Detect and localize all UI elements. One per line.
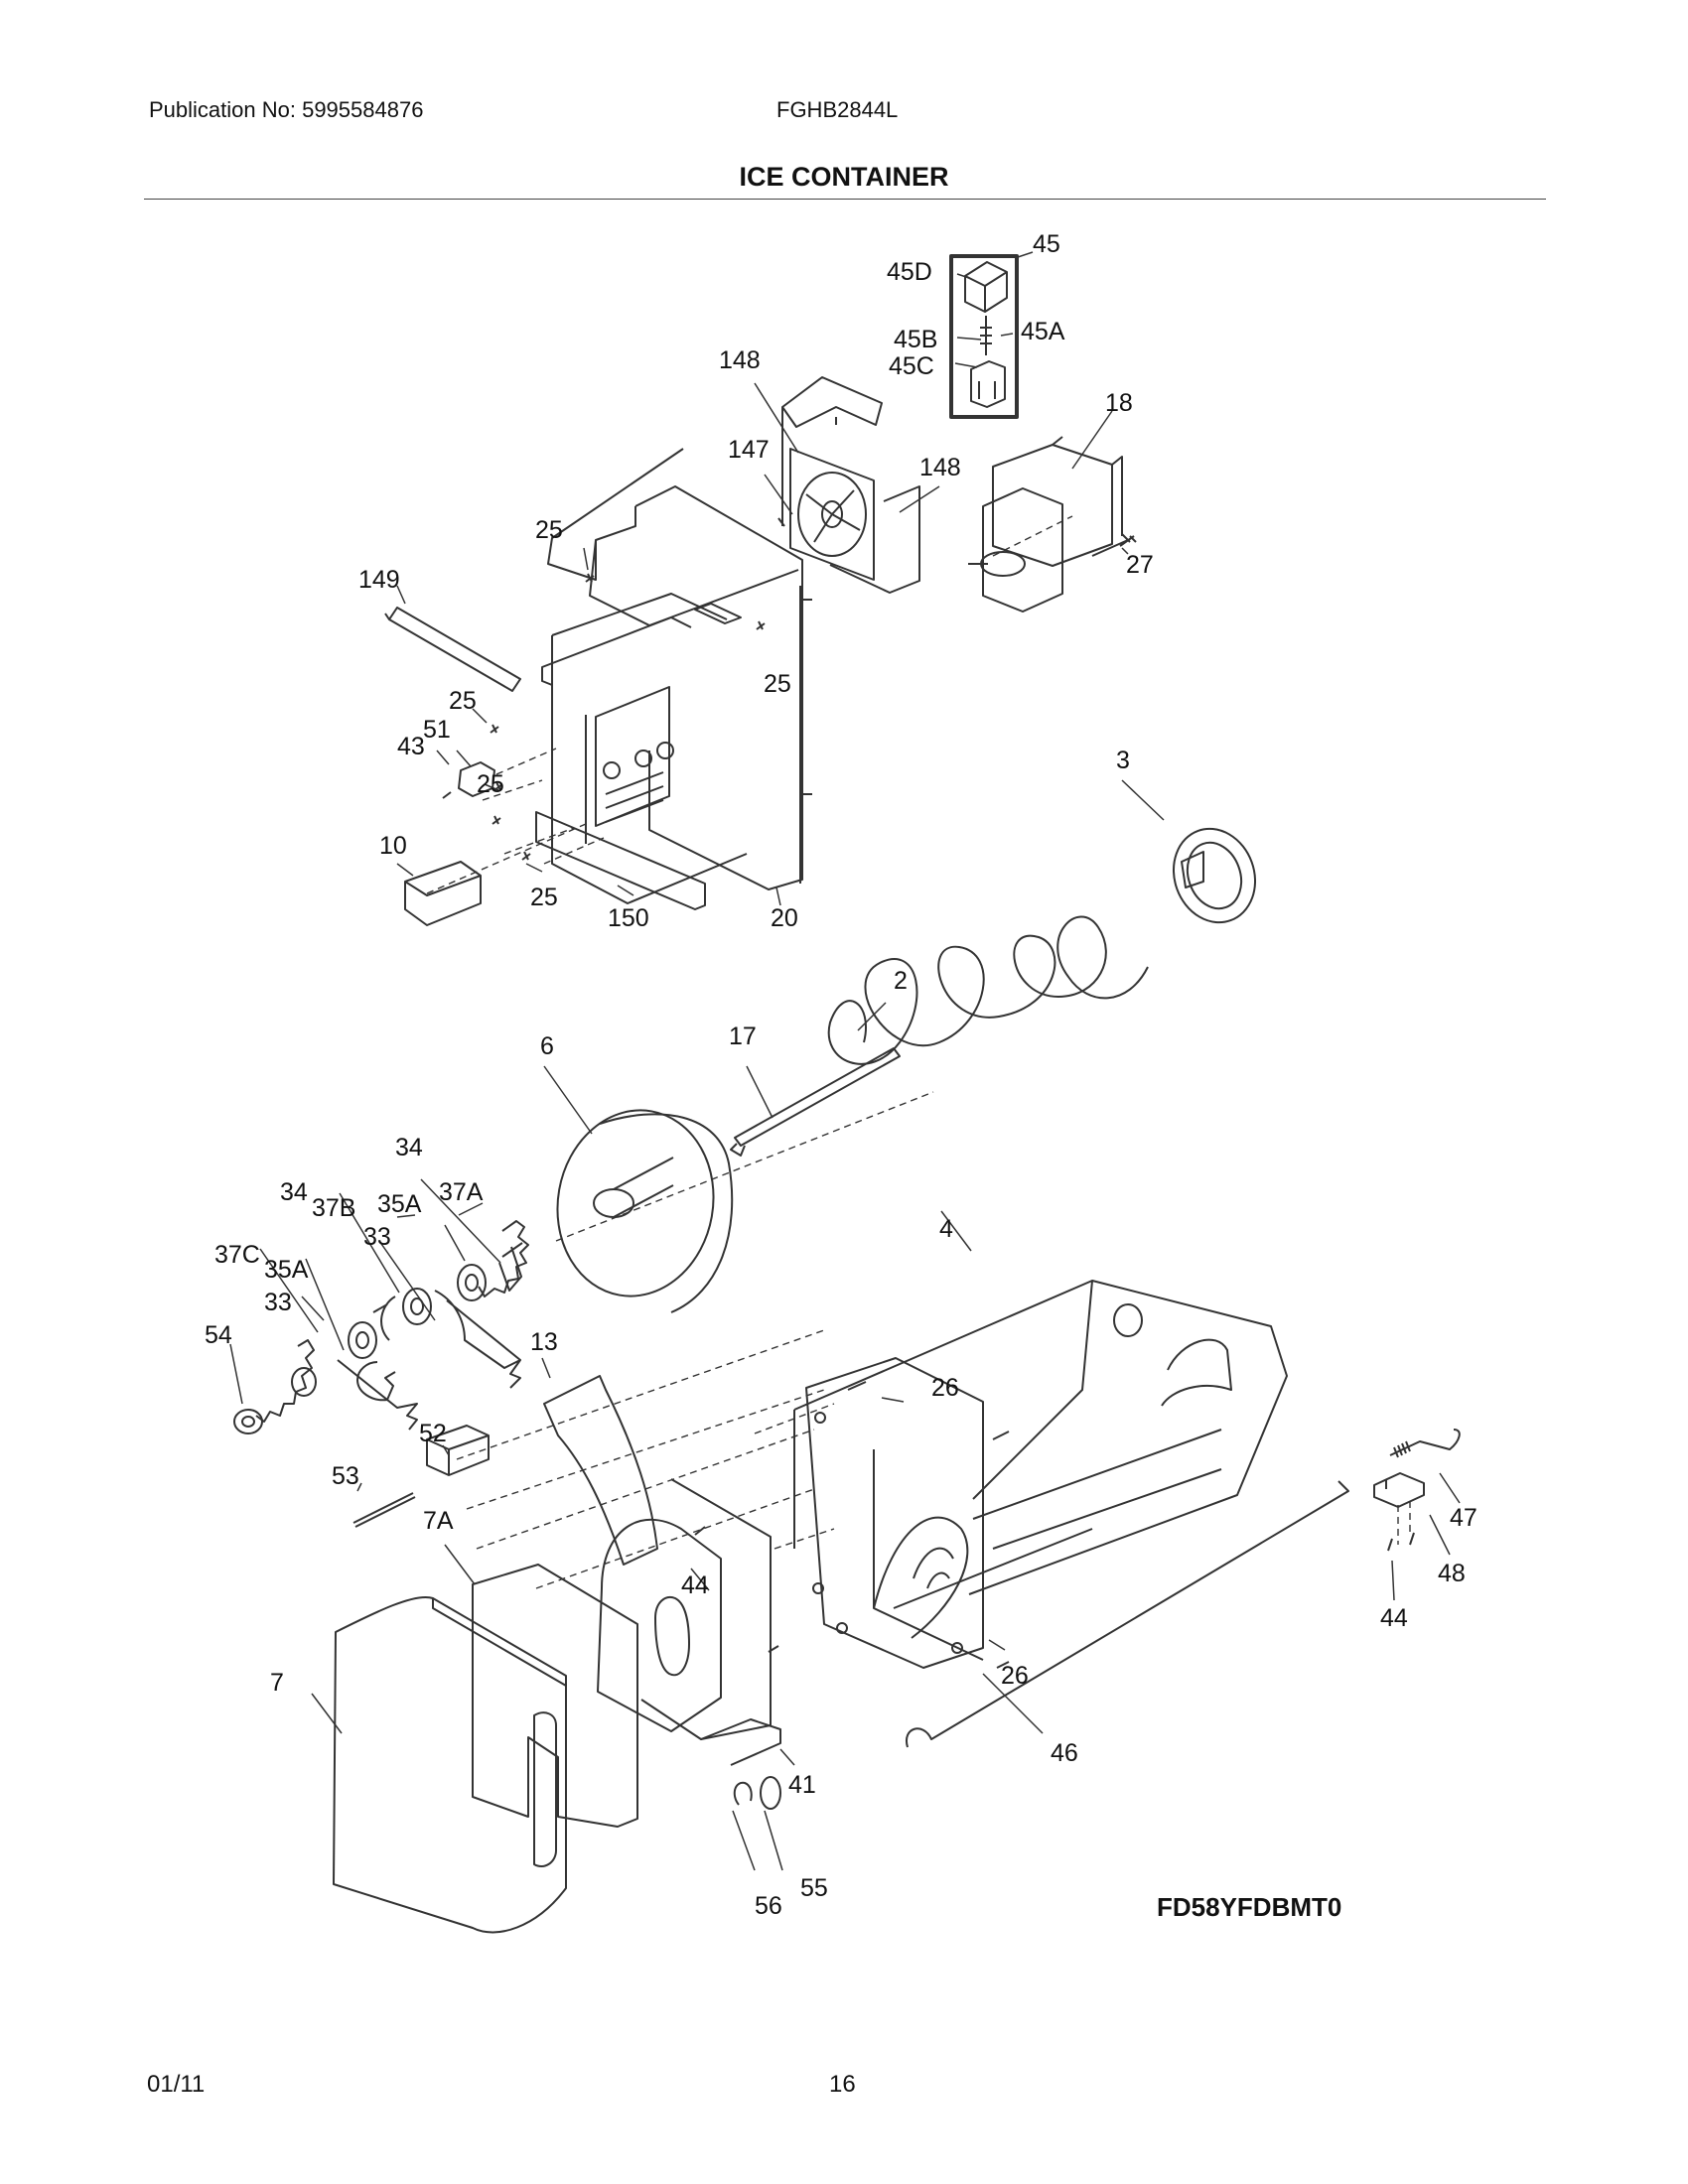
callout-25-top: 25 (535, 516, 563, 544)
part-52 (426, 1425, 490, 1476)
callout-45D: 45D (887, 258, 932, 286)
callout-20: 20 (771, 904, 798, 932)
fan-shroud-part (777, 376, 920, 594)
part-10 (404, 861, 482, 926)
callout-147: 147 (728, 436, 770, 464)
motor-part (968, 436, 1131, 613)
callout-55: 55 (800, 1874, 828, 1902)
callout-45: 45 (1033, 230, 1060, 258)
auger-drum-part (556, 1109, 734, 1313)
callout-33-top: 33 (363, 1223, 391, 1251)
callout-52: 52 (419, 1420, 447, 1447)
figure-code: FD58YFDBMT0 (1157, 1892, 1342, 1922)
callout-34-top: 34 (395, 1134, 423, 1161)
front-door-7 (333, 1595, 567, 1934)
callout-7A: 7A (423, 1507, 454, 1535)
callout-149: 149 (358, 566, 400, 594)
callout-53: 53 (332, 1462, 359, 1490)
screw-26 (847, 1381, 867, 1391)
callout-25-mid: 25 (477, 770, 504, 798)
header-divider (144, 199, 1546, 200)
rod-46 (905, 1480, 1349, 1748)
ice-maker-housing-part (541, 448, 812, 904)
screw-25 (585, 573, 595, 583)
callout-25-right: 25 (764, 670, 791, 698)
callout-47: 47 (1450, 1504, 1477, 1532)
motor-cover-part (597, 1478, 781, 1766)
callout-18: 18 (1105, 389, 1133, 417)
callout-25-bottom: 25 (530, 884, 558, 911)
auger-bearing-part (1172, 827, 1257, 924)
callout-51: 51 (423, 716, 451, 744)
fan-part (789, 448, 875, 581)
bracket-48 (1373, 1472, 1425, 1508)
auger-spring-2 (827, 915, 1149, 1065)
ice-bucket-part (793, 1280, 1288, 1609)
page-number: 16 (829, 2071, 856, 2098)
auger-shaft-17 (734, 1047, 901, 1147)
shutter-13 (543, 1375, 658, 1566)
callout-35A-left: 35A (264, 1256, 309, 1284)
callout-25-left: 25 (449, 687, 477, 715)
callout-48: 48 (1438, 1560, 1466, 1587)
callout-45A: 45A (1021, 318, 1065, 345)
callout-56: 56 (755, 1892, 782, 1920)
callout-6: 6 (540, 1032, 554, 1060)
callout-150: 150 (608, 904, 649, 932)
callout-148-top: 148 (719, 346, 761, 374)
callout-33-left: 33 (264, 1289, 292, 1316)
callout-34-left: 34 (280, 1178, 308, 1206)
callout-44-center: 44 (681, 1571, 709, 1599)
gear-stack-part (233, 1220, 529, 1434)
spring-47 (1389, 1429, 1461, 1458)
model-number: FGHB2844L (776, 97, 899, 122)
callout-37C: 37C (214, 1241, 260, 1269)
switch-assembly-part (949, 254, 1019, 419)
screw-44-cover (694, 1526, 779, 1653)
callout-37A: 37A (439, 1178, 484, 1206)
leader-lines (229, 251, 1461, 1871)
callout-44-right: 44 (1380, 1604, 1408, 1632)
callout-148-side: 148 (919, 454, 961, 481)
callout-7: 7 (270, 1669, 284, 1697)
screw-44 (1387, 1532, 1415, 1552)
callout-45C: 45C (889, 352, 934, 380)
alignment-lines (426, 515, 1411, 1589)
callout-26-top: 26 (931, 1374, 959, 1402)
callout-45B: 45B (894, 326, 937, 353)
screw-27 (1119, 535, 1137, 547)
callout-13: 13 (530, 1328, 558, 1356)
publication-number: Publication No: 5995584876 (149, 97, 424, 122)
callout-2: 2 (894, 967, 908, 995)
callout-3: 3 (1116, 747, 1130, 774)
bucket-end-plate-part (805, 1357, 984, 1669)
callout-4: 4 (939, 1215, 953, 1243)
callout-46: 46 (1051, 1739, 1078, 1767)
callout-26-bottom: 26 (1001, 1662, 1029, 1690)
foam-strip-150 (535, 811, 706, 910)
callout-54: 54 (205, 1321, 232, 1349)
callout-41: 41 (788, 1771, 816, 1799)
ring-55 (760, 1776, 781, 1810)
callout-17: 17 (729, 1023, 757, 1050)
footer-date: 01/11 (147, 2071, 206, 2098)
section-title: ICE CONTAINER (739, 162, 949, 192)
pin-53 (352, 1492, 416, 1528)
callout-43: 43 (397, 733, 425, 760)
callout-37B: 37B (312, 1194, 355, 1222)
callout-35A-top: 35A (377, 1190, 422, 1218)
foam-strip-149 (384, 607, 521, 692)
callout-27: 27 (1126, 551, 1154, 579)
inner-door-7A (472, 1564, 638, 1828)
callout-10: 10 (379, 832, 407, 860)
clip-56 (733, 1781, 753, 1806)
